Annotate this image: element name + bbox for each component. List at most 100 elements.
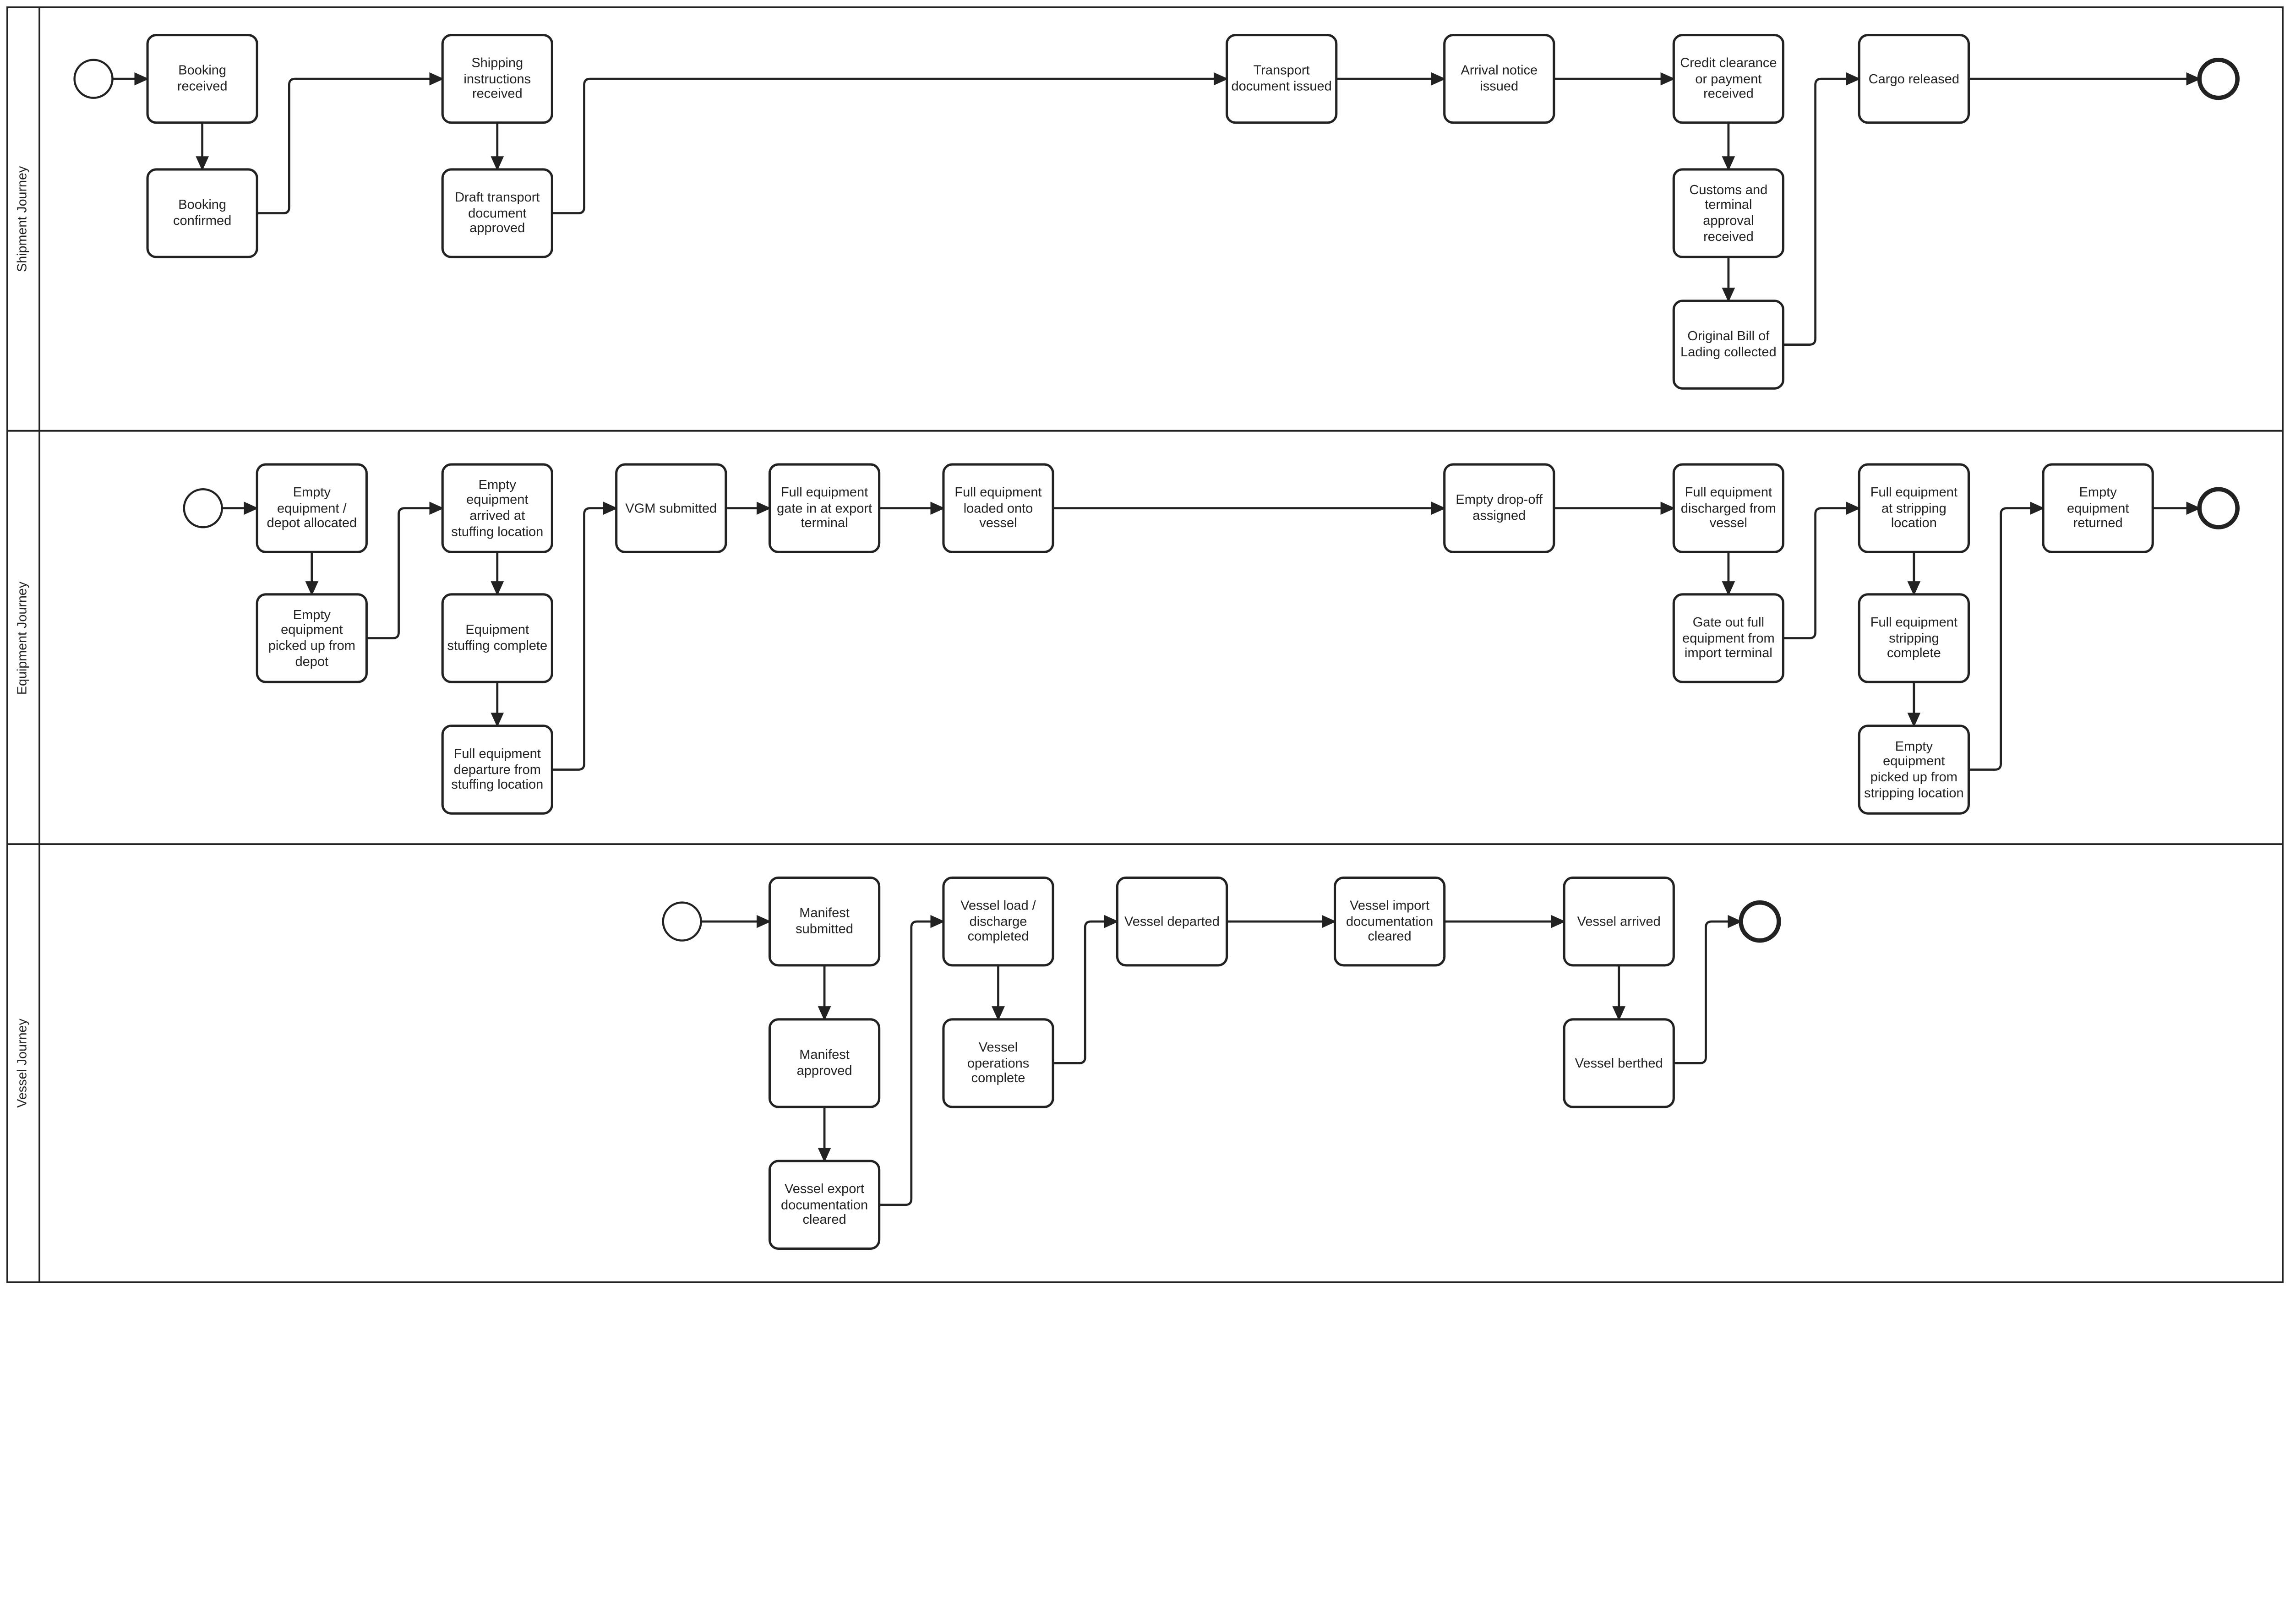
sequence-flow-arrow[interactable] <box>1968 501 2045 771</box>
task-label: Shipping instructions received <box>463 55 531 102</box>
task-box[interactable] <box>942 1018 1054 1108</box>
task[interactable]: Full equipment departure from stuffing l… <box>441 725 553 815</box>
task-label-container: Empty equipment picked up from stripping… <box>1864 739 1964 800</box>
start-event-icon[interactable] <box>662 901 702 942</box>
sequence-flow-arrow[interactable] <box>552 72 1228 214</box>
task-label: Cargo released <box>1868 71 1960 86</box>
task-box[interactable] <box>1672 463 1785 553</box>
task[interactable]: Booking confirmed <box>146 168 258 258</box>
sequence-flow-arrow[interactable] <box>1674 915 1743 1064</box>
task[interactable]: Equipment stuffing complete <box>441 593 553 683</box>
task[interactable]: Empty equipment returned <box>2042 463 2154 553</box>
task-label: Original Bill of Lading collected <box>1680 329 1777 360</box>
task[interactable]: Original Bill of Lading collected <box>1672 300 1785 390</box>
task-label: Vessel berthed <box>1575 1055 1663 1070</box>
start-event-icon[interactable] <box>73 59 114 99</box>
task[interactable]: Empty equipment / depot allocated <box>256 463 368 553</box>
task[interactable]: Vessel arrived <box>1563 876 1675 967</box>
end-event-icon[interactable] <box>2197 57 2240 100</box>
task[interactable]: Vessel berthed <box>1563 1018 1675 1108</box>
task-label-container: Empty equipment arrived at stuffing loca… <box>451 477 543 539</box>
task-box[interactable] <box>942 463 1054 553</box>
task[interactable]: Manifest submitted <box>768 876 881 967</box>
task-label-container: Full equipment gate in at export termina… <box>777 485 872 531</box>
task-label-container: Vessel export documentation cleared <box>781 1182 868 1227</box>
task-box[interactable] <box>441 33 553 124</box>
task-box[interactable] <box>1563 1018 1675 1108</box>
task-box[interactable] <box>441 593 553 683</box>
task-box[interactable] <box>1443 33 1555 124</box>
task[interactable]: Manifest approved <box>768 1018 881 1108</box>
task[interactable]: Credit clearance or payment received <box>1672 33 1785 124</box>
task-box[interactable] <box>1116 876 1228 967</box>
end-event-icon[interactable] <box>2197 487 2240 529</box>
task[interactable]: Transport document issued <box>1226 33 1338 124</box>
sequence-flow-arrow[interactable] <box>1783 501 1861 639</box>
sequence-flow-arrow[interactable] <box>1783 72 1861 346</box>
task-box[interactable] <box>256 593 368 683</box>
task-label: Booking received <box>177 63 228 94</box>
sequence-flow-arrow[interactable] <box>366 501 444 639</box>
sequence-flow-arrow[interactable] <box>1053 915 1119 1064</box>
task-box[interactable] <box>146 168 258 258</box>
task[interactable]: Arrival notice issued <box>1443 33 1555 124</box>
sequence-flow-arrow[interactable] <box>879 915 945 1206</box>
end-event-icon[interactable] <box>1739 900 1781 943</box>
task-box[interactable] <box>768 1018 881 1108</box>
task[interactable]: Cargo released <box>1858 33 1970 124</box>
task[interactable]: Gate out full equipment from import term… <box>1672 593 1785 683</box>
task-box[interactable] <box>768 1160 881 1250</box>
task[interactable]: Empty equipment picked up from stripping… <box>1858 725 1970 815</box>
task-box[interactable] <box>256 463 368 553</box>
sequence-flow-arrow[interactable] <box>257 72 444 214</box>
task[interactable]: Empty equipment arrived at stuffing loca… <box>441 463 553 553</box>
task-label-container: Full equipment loaded onto vessel <box>954 485 1041 531</box>
task-box[interactable] <box>768 463 881 553</box>
task[interactable]: Full equipment discharged from vessel <box>1672 463 1785 553</box>
task-box[interactable] <box>942 876 1054 967</box>
task[interactable]: VGM submitted <box>615 463 727 553</box>
task-box[interactable] <box>1672 300 1785 390</box>
sequence-flow-arrow[interactable] <box>552 501 618 771</box>
task[interactable]: Full equipment loaded onto vessel <box>942 463 1054 553</box>
task-box[interactable] <box>1672 33 1785 124</box>
start-event-icon[interactable] <box>183 488 223 529</box>
task-box[interactable] <box>615 463 727 553</box>
task[interactable]: Full equipment gate in at export termina… <box>768 463 881 553</box>
task-box[interactable] <box>768 876 881 967</box>
task-box[interactable] <box>1858 593 1970 683</box>
task[interactable]: Empty equipment picked up from depot <box>256 593 368 683</box>
task[interactable]: Vessel load / discharge completed <box>942 876 1054 967</box>
task-box[interactable] <box>441 725 553 815</box>
task-box[interactable] <box>1672 168 1785 258</box>
task[interactable]: Vessel operations complete <box>942 1018 1054 1108</box>
task-box[interactable] <box>1443 463 1555 553</box>
task[interactable]: Booking received <box>146 33 258 124</box>
task-box[interactable] <box>2042 463 2154 553</box>
task-box[interactable] <box>146 33 258 124</box>
task-box[interactable] <box>1858 33 1970 124</box>
task-box[interactable] <box>1333 876 1446 967</box>
task[interactable]: Empty drop-off assigned <box>1443 463 1555 553</box>
task-label-container: Equipment stuffing complete <box>447 623 547 653</box>
task-box[interactable] <box>1563 876 1675 967</box>
task-box[interactable] <box>1226 33 1338 124</box>
task[interactable]: Shipping instructions received <box>441 33 553 124</box>
task-label: Empty equipment returned <box>2066 485 2129 531</box>
task[interactable]: Vessel import documentation cleared <box>1333 876 1446 967</box>
task[interactable]: Full equipment at stripping location <box>1858 463 1970 553</box>
task-box[interactable] <box>1672 593 1785 683</box>
task[interactable]: Draft transport document approved <box>441 168 553 258</box>
task-label: Vessel departed <box>1124 914 1220 929</box>
task[interactable]: Vessel export documentation cleared <box>768 1160 881 1250</box>
task-box[interactable] <box>441 168 553 258</box>
task-box[interactable] <box>1858 463 1970 553</box>
task[interactable]: Full equipment stripping complete <box>1858 593 1970 683</box>
task-label: Full equipment stripping complete <box>1870 615 1958 661</box>
task-label-container: Shipping instructions received <box>463 55 531 102</box>
task-label-container: Empty equipment returned <box>2066 485 2129 531</box>
task[interactable]: Vessel departed <box>1116 876 1228 967</box>
task[interactable]: Customs and terminal approval received <box>1672 168 1785 258</box>
task-box[interactable] <box>1858 725 1970 815</box>
task-box[interactable] <box>441 463 553 553</box>
